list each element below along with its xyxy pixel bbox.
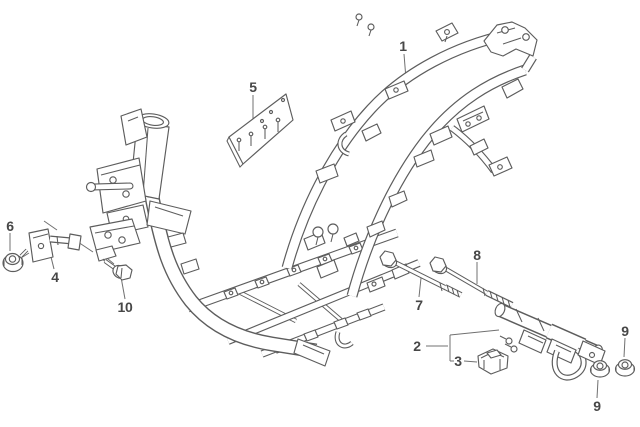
cap-nut-part-9-right	[614, 359, 636, 377]
rubber-mount-part-3	[477, 348, 509, 375]
callout-bolt-7: 7	[415, 297, 423, 313]
flange-nut-part-6	[2, 252, 24, 273]
callout-nut-9-right: 9	[621, 323, 629, 339]
hanger-bolt-part-8	[429, 256, 512, 307]
bracket-part-4	[19, 228, 82, 263]
callout-bolt-10: 10	[117, 299, 133, 315]
callout-hanger-2: 2	[413, 338, 421, 354]
plate-part-5	[226, 93, 294, 168]
callout-nut-6: 6	[6, 218, 14, 234]
callout-bolt-8: 8	[473, 247, 481, 263]
engine-hanger-part-2	[493, 302, 606, 378]
callout-nut-9-lower: 9	[593, 398, 601, 414]
leader-lines	[9, 53, 626, 399]
cap-nut-part-9-lower	[589, 360, 611, 378]
callout-plate-5: 5	[249, 79, 257, 95]
hanger-bolt-part-7	[379, 250, 461, 297]
callout-rubber-3: 3	[454, 353, 462, 369]
callout-bracket-4: 4	[51, 269, 59, 285]
flange-bolt-part-10	[102, 258, 133, 281]
frame-body-drawing	[85, 13, 538, 367]
callout-frame-1: 1	[399, 38, 407, 54]
